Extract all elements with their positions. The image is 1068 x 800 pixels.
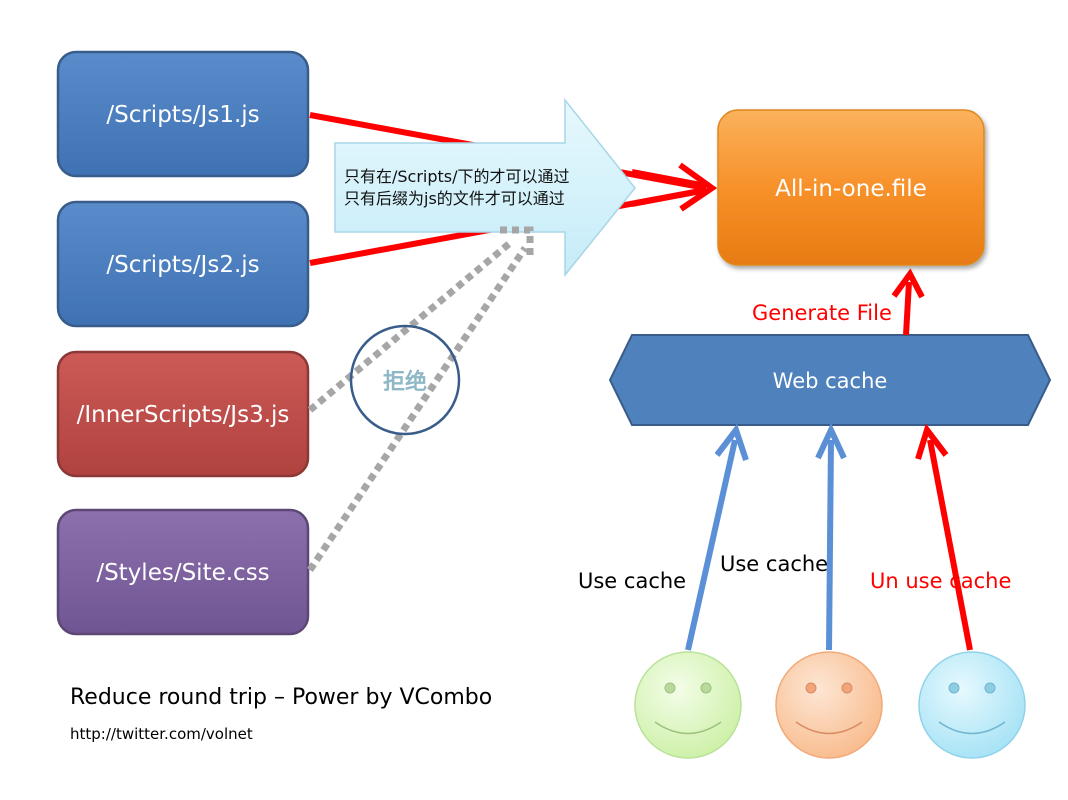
client-label-2: Use cache [720, 552, 828, 576]
client-arrow-1 [685, 423, 749, 651]
reject-marker: 拒绝 [349, 324, 461, 436]
filter-rule-extension: 只有后缀为js的文件才可以通过 [344, 189, 565, 208]
smiley-icon [634, 651, 742, 759]
up-arrowhead-icon [915, 423, 949, 460]
reject-label: 拒绝 [383, 369, 427, 395]
output-box: All-in-one.file [717, 109, 985, 266]
filter-arrow: 只有在/Scripts/下的才可以通过 只有后缀为js的文件才可以通过 [334, 97, 636, 278]
up-arrowhead-icon [815, 422, 847, 460]
source-box-js3: /InnerScripts/Js3.js [56, 350, 310, 478]
source-box-js1-label: /Scripts/Js1.js [106, 102, 259, 128]
up-arrowhead-icon [714, 423, 749, 461]
output-box-label: All-in-one.file [775, 176, 927, 202]
smiley-icon [775, 651, 883, 759]
client-label-3: Un use cache [870, 569, 1011, 593]
client-face-3 [918, 651, 1026, 759]
generate-arrow [891, 268, 925, 336]
rejected-paths [307, 226, 534, 572]
up-arrowhead-icon [891, 268, 925, 299]
footer-title: Reduce round trip – Power by VCombo [70, 685, 492, 710]
client-arrow-2 [815, 422, 847, 651]
client-face-2 [775, 651, 883, 759]
smiley-icon [918, 651, 1026, 759]
filter-rule-path: 只有在/Scripts/下的才可以通过 [344, 167, 570, 186]
client-arrow-3 [915, 423, 973, 651]
rejected-arrowhead-icon [500, 226, 534, 256]
source-box-js2: /Scripts/Js2.js [56, 200, 310, 328]
web-cache-band: Web cache [608, 334, 1052, 426]
source-box-js2-label: /Scripts/Js2.js [106, 252, 259, 278]
source-box-js3-label: /InnerScripts/Js3.js [77, 402, 290, 428]
flow-arrows-into-output [631, 162, 718, 212]
web-cache-label: Web cache [773, 369, 888, 393]
footer-url: http://twitter.com/volnet [70, 725, 253, 743]
source-box-css: /Styles/Site.css [56, 508, 310, 636]
client-label-1: Use cache [578, 569, 686, 593]
arrowhead-icon [678, 162, 718, 212]
source-box-js1: /Scripts/Js1.js [56, 50, 310, 178]
client-face-1 [634, 651, 742, 759]
generate-file-label: Generate File [752, 301, 892, 325]
source-box-css-label: /Styles/Site.css [96, 560, 269, 586]
